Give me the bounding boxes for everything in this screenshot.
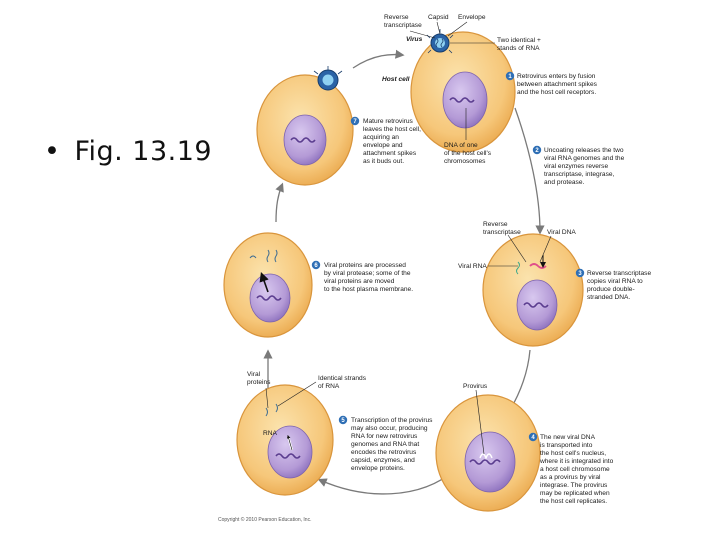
step-text: Mature retrovirus leaves the host cell, … xyxy=(363,118,423,165)
slide-bullet: • Fig. 13.19 xyxy=(44,136,212,167)
step-badge xyxy=(532,145,542,155)
label-reverse-transcriptase-mid: Reverse transcriptase xyxy=(483,221,521,236)
step-badge xyxy=(311,260,321,270)
step-number: 2 xyxy=(535,148,539,154)
provirus-insert xyxy=(479,453,493,460)
step-text: Viral proteins are processed by viral pr… xyxy=(324,262,413,293)
host-dna xyxy=(469,459,501,465)
host-dna xyxy=(256,295,282,301)
host-dna xyxy=(449,97,475,103)
label-viral-rna: Viral RNA xyxy=(458,263,487,270)
step-text: The new viral DNA is transported into th… xyxy=(539,434,615,505)
label-two-strands: Two identical + stands of RNA xyxy=(497,37,543,52)
label-capsid: Capsid xyxy=(428,14,449,21)
step-text: Retrovirus enters by fusion between atta… xyxy=(517,73,599,96)
cell-step-5 xyxy=(236,384,334,496)
label-envelope: Envelope xyxy=(458,14,486,21)
host-dna xyxy=(290,137,316,143)
label-provirus: Provirus xyxy=(463,383,488,390)
label-virus: Virus xyxy=(406,36,423,43)
cell-step-6 xyxy=(223,232,313,338)
step-text: Transcription of the provirus may also o… xyxy=(351,417,434,472)
step-text: Reverse transcriptase copies viral RNA t… xyxy=(587,270,653,301)
nucleus xyxy=(442,71,488,129)
arrow-7-to-1 xyxy=(352,49,405,69)
step-3: 3 Reverse transcriptase copies viral RNA… xyxy=(575,268,653,301)
nucleus xyxy=(464,431,516,493)
component-labels: Reverse transcriptase Capsid Envelope Vi… xyxy=(247,14,576,437)
step-badge xyxy=(528,432,538,442)
viral-rna-strand xyxy=(516,261,520,275)
label-rna: RNA xyxy=(263,430,278,437)
copyright-note: Copyright © 2010 Pearson Education, Inc. xyxy=(218,516,311,523)
label-viral-dna: Viral DNA xyxy=(547,229,576,236)
step-text: Uncoating releases the two viral RNA gen… xyxy=(544,147,626,186)
label-viral-proteins: Viral proteins xyxy=(247,371,271,386)
label-dna-host: DNA of one of the host cell's chromosome… xyxy=(444,142,493,165)
step-number: 4 xyxy=(531,435,535,441)
arrow-6-to-7 xyxy=(275,182,284,223)
step-number: 3 xyxy=(578,271,582,277)
arrow-3-to-4 xyxy=(508,349,531,413)
bullet-dot: • xyxy=(44,136,61,167)
nucleus xyxy=(267,425,313,479)
leader-lines xyxy=(265,21,552,455)
arrow-4-to-5 xyxy=(317,469,456,495)
step-number: 5 xyxy=(341,418,345,424)
protein-export-arrow xyxy=(259,271,269,293)
step-number: 6 xyxy=(314,263,318,269)
cell-step-4 xyxy=(435,394,541,512)
step-4: 4 The new viral DNA is transported into … xyxy=(528,432,615,505)
cell-step-7 xyxy=(256,66,354,186)
step-number: 1 xyxy=(508,74,512,80)
step-badge xyxy=(575,268,585,278)
bullet-text: Fig. 13.19 xyxy=(74,136,213,167)
label-identical-strands: Identical strands of RNA xyxy=(318,375,368,390)
step-5: 5 Transcription of the provirus may also… xyxy=(338,415,434,472)
cell-step-1 xyxy=(410,29,516,153)
step-badge xyxy=(505,71,515,81)
step-badge xyxy=(338,415,348,425)
step-badge xyxy=(350,116,360,126)
cell-step-3 xyxy=(482,233,584,347)
label-reverse-transcriptase-top: Reverse transcriptase xyxy=(384,14,422,29)
step-7: 7 Mature retrovirus leaves the host cell… xyxy=(350,116,423,165)
step-2: 2 Uncoating releases the two viral RNA g… xyxy=(532,145,626,186)
step-6: 6 Viral proteins are processed by viral … xyxy=(311,260,413,293)
step-1: 1 Retrovirus enters by fusion between at… xyxy=(505,71,599,96)
host-dna xyxy=(523,302,549,308)
arrow-1-to-2 xyxy=(514,107,545,235)
host-dna xyxy=(275,453,301,459)
label-host-cell: Host cell xyxy=(382,76,410,83)
nucleus xyxy=(283,114,327,166)
step-number: 7 xyxy=(353,119,357,125)
